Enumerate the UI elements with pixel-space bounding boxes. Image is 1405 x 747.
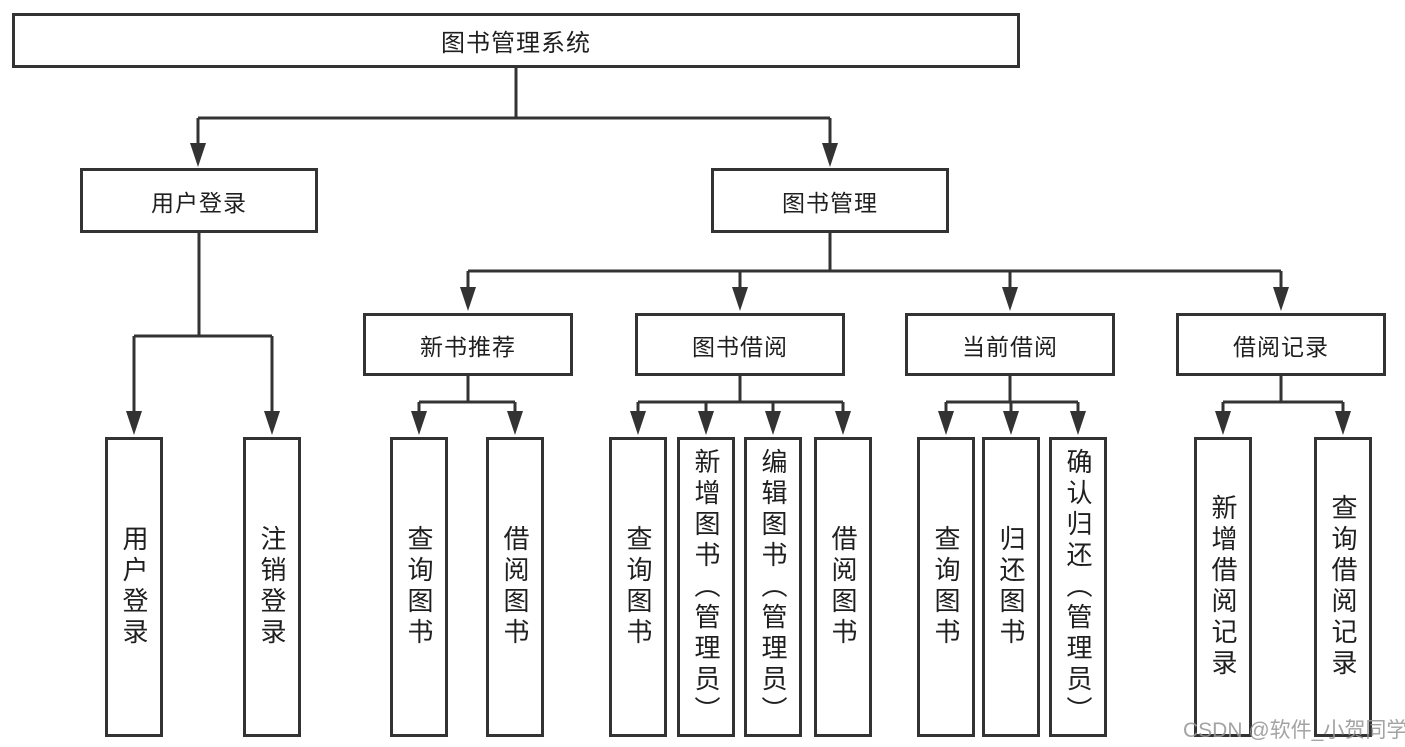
csdn-watermark: CSDN @软件_小贺同学 bbox=[1183, 719, 1405, 742]
node-book-management-label: 图书管理 bbox=[782, 189, 878, 216]
connector-book-management-to-level3 bbox=[466, 233, 1283, 289]
node-book-management: 图书管理 bbox=[711, 168, 949, 233]
node-current-borrow-label: 当前借阅 bbox=[962, 333, 1058, 360]
leaf-add-borrow-record-label: 新增借阅记录 bbox=[1208, 494, 1238, 680]
leaf-newbook-borrow-books-label: 借阅图书 bbox=[500, 525, 530, 649]
node-borrow-record: 借阅记录 bbox=[1176, 313, 1386, 376]
arrowhead bbox=[507, 411, 523, 435]
arrowhead bbox=[822, 143, 838, 167]
arrowhead bbox=[1003, 411, 1019, 435]
connector-book-borrow-subtree bbox=[636, 376, 845, 413]
arrowhead bbox=[1215, 411, 1231, 435]
node-new-book-recommend: 新书推荐 bbox=[363, 313, 573, 376]
node-user-login-label: 用户登录 bbox=[151, 189, 247, 216]
node-current-borrow: 当前借阅 bbox=[905, 313, 1115, 376]
arrowhead bbox=[938, 411, 954, 435]
arrowhead bbox=[411, 411, 427, 435]
arrowhead bbox=[1070, 411, 1086, 435]
leaf-current-query-books: 查询图书 bbox=[917, 437, 975, 737]
arrowhead bbox=[732, 287, 748, 311]
leaf-edit-book-admin-label: 编辑图书（管理员） bbox=[758, 447, 788, 727]
leaf-borrow-books-label: 借阅图书 bbox=[828, 525, 858, 649]
arrowhead bbox=[1002, 287, 1018, 311]
node-book-borrow: 图书借阅 bbox=[635, 313, 845, 376]
leaf-user-login: 用户登录 bbox=[105, 437, 163, 737]
node-user-login: 用户登录 bbox=[80, 168, 318, 233]
leaf-newbook-borrow-books: 借阅图书 bbox=[486, 437, 544, 737]
leaf-borrow-books: 借阅图书 bbox=[814, 437, 872, 737]
arrowhead bbox=[1335, 411, 1351, 435]
leaf-query-borrow-record-label: 查询借阅记录 bbox=[1328, 494, 1358, 680]
leaf-confirm-return-admin-label: 确认归还（管理员） bbox=[1063, 447, 1093, 727]
leaf-edit-book-admin: 编辑图书（管理员） bbox=[744, 437, 802, 737]
leaf-add-book-admin-label: 新增图书（管理员） bbox=[691, 447, 721, 727]
arrowhead bbox=[630, 411, 646, 435]
connector-current-borrow-subtree bbox=[944, 376, 1080, 413]
node-new-book-recommend-label: 新书推荐 bbox=[420, 333, 516, 360]
leaf-borrow-query-books: 查询图书 bbox=[609, 437, 667, 737]
leaf-newbook-query-books-label: 查询图书 bbox=[404, 525, 434, 649]
arrowhead bbox=[190, 143, 206, 167]
leaf-borrow-query-books-label: 查询图书 bbox=[623, 525, 653, 649]
arrowhead bbox=[698, 411, 714, 435]
arrowhead bbox=[835, 411, 851, 435]
connector-paths bbox=[132, 68, 1345, 413]
leaf-logout: 注销登录 bbox=[243, 437, 301, 737]
leaf-newbook-query-books: 查询图书 bbox=[390, 437, 448, 737]
node-root: 图书管理系统 bbox=[12, 13, 1020, 68]
arrowhead bbox=[264, 411, 280, 435]
leaf-confirm-return-admin: 确认归还（管理员） bbox=[1049, 437, 1107, 737]
leaf-user-login-label: 用户登录 bbox=[119, 525, 149, 649]
node-root-label: 图书管理系统 bbox=[441, 30, 591, 57]
arrowheads bbox=[126, 143, 1351, 435]
leaf-return-books-label: 归还图书 bbox=[996, 525, 1026, 649]
leaf-query-borrow-record: 查询借阅记录 bbox=[1314, 437, 1372, 737]
arrowhead bbox=[765, 411, 781, 435]
leaf-add-borrow-record: 新增借阅记录 bbox=[1194, 437, 1252, 737]
connector-root-to-level2 bbox=[196, 68, 832, 145]
connector-user-login-subtree bbox=[132, 233, 274, 413]
arrowhead bbox=[126, 411, 142, 435]
leaf-current-query-books-label: 查询图书 bbox=[931, 525, 961, 649]
arrowhead bbox=[1273, 287, 1289, 311]
node-borrow-record-label: 借阅记录 bbox=[1233, 333, 1329, 360]
leaf-logout-label: 注销登录 bbox=[257, 525, 287, 649]
leaf-return-books: 归还图书 bbox=[982, 437, 1040, 737]
connector-borrow-record-subtree bbox=[1221, 376, 1345, 413]
arrowhead bbox=[460, 287, 476, 311]
leaf-add-book-admin: 新增图书（管理员） bbox=[677, 437, 735, 737]
connector-new-book-subtree bbox=[417, 376, 517, 413]
node-book-borrow-label: 图书借阅 bbox=[692, 333, 788, 360]
